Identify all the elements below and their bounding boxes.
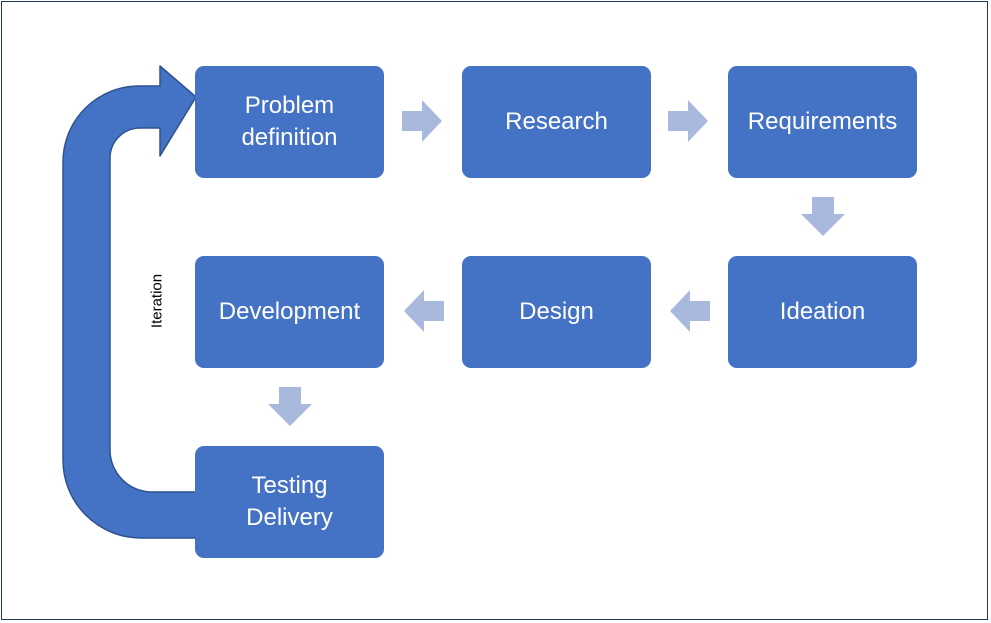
step-label: Research xyxy=(505,108,608,135)
step-testing-delivery: Testing Delivery xyxy=(195,446,384,558)
arrow-down-2 xyxy=(268,387,312,426)
step-label: Ideation xyxy=(779,298,866,325)
step-label: Requirements xyxy=(747,108,898,135)
step-ideation: Ideation xyxy=(728,256,917,368)
step-label: definition xyxy=(241,124,338,151)
iteration-label: Iteration xyxy=(148,273,166,329)
step-label: Delivery xyxy=(246,504,333,531)
step-design: Design xyxy=(462,256,651,368)
iteration-loop-arrow xyxy=(62,65,197,539)
step-development: Development xyxy=(195,256,384,368)
step-problem-definition: Problem definition xyxy=(195,66,384,178)
arrow-down-1 xyxy=(801,197,845,236)
step-research: Research xyxy=(462,66,651,178)
step-label: Testing xyxy=(251,472,328,499)
arrow-left-1 xyxy=(670,290,710,332)
step-label: Problem xyxy=(244,92,335,119)
step-requirements: Requirements xyxy=(728,66,917,178)
step-label: Development xyxy=(218,298,361,325)
step-label: Design xyxy=(519,298,594,325)
arrow-right-1 xyxy=(402,100,442,142)
arrow-right-2 xyxy=(668,100,708,142)
arrow-left-2 xyxy=(404,290,444,332)
